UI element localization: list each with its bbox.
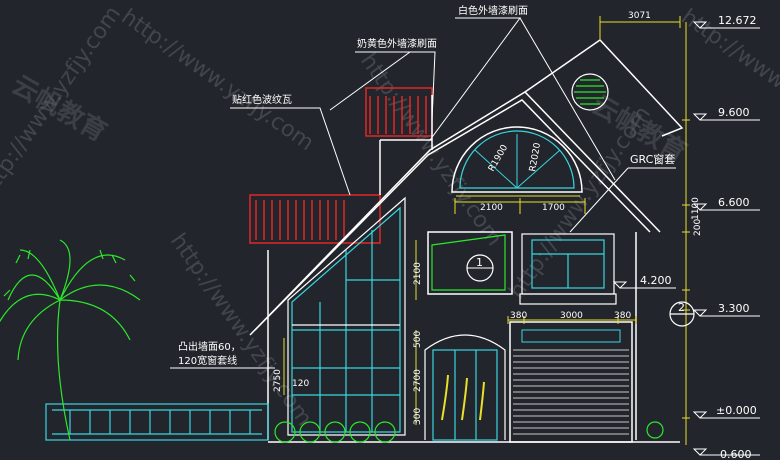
axis-marker-2: 2 (678, 301, 685, 314)
level-lines (612, 21, 760, 456)
dim-200: 200 (693, 219, 703, 236)
lower-tile-ribs (255, 200, 345, 240)
radius-2020: R2020 (528, 142, 543, 173)
dim-120: 120 (292, 379, 309, 389)
garage-dims (507, 316, 637, 324)
dim-380-left: 380 (510, 311, 527, 321)
main-roof-left (249, 91, 661, 336)
glazed-gable-window (287, 196, 406, 436)
level-12672: 12.672 (718, 14, 757, 27)
arched-window (451, 126, 583, 197)
level-4200: 4.200 (640, 274, 672, 287)
grc-window (519, 233, 617, 305)
palm-tree (0, 239, 141, 441)
gable-vent (571, 73, 609, 111)
top-dimension (599, 16, 681, 40)
level-minus-0600: -0.600 (716, 448, 751, 460)
entrance (424, 334, 506, 441)
label-trim-width: 120宽窗套线 (178, 354, 237, 367)
level-3300: 3.300 (718, 302, 750, 315)
arch-width-dims (454, 198, 586, 214)
balustrade (45, 403, 269, 441)
axis-bubble-2 (669, 301, 695, 327)
radius-1900: R1900 (487, 143, 510, 173)
dim-2100-vertical: 2100 (413, 262, 423, 285)
label-white-wall-paint: 白色外墙漆刷面 (458, 4, 528, 17)
level-6600: 6.600 (718, 196, 750, 209)
main-roof-inner (254, 99, 651, 331)
dim-1700-arch: 1700 (542, 203, 565, 213)
label-red-tile: 贴红色波纹瓦 (232, 93, 292, 106)
dim-500: 500 (413, 331, 423, 348)
shrubs (274, 421, 664, 443)
watermark-url-6: http://www.yzfjy.com (677, 4, 780, 156)
dim-3071: 3071 (628, 11, 651, 21)
dim-300: 300 (413, 408, 423, 425)
watermark-url-1: http://www.yzfjy.com (117, 4, 319, 156)
level-9600: 9.600 (718, 106, 750, 119)
level-0000: ±0.000 (716, 404, 757, 417)
dim-380-right: 380 (614, 311, 631, 321)
upper-gable (524, 39, 684, 137)
dim-2100-arch: 2100 (480, 203, 503, 213)
garage-door (509, 321, 633, 443)
leader-lines (170, 17, 676, 369)
dim-2750: 2750 (273, 369, 283, 392)
dim-3000: 3000 (560, 311, 583, 321)
house-walls (267, 95, 637, 440)
vertical-dims (283, 22, 690, 445)
wall-panel (427, 231, 513, 295)
label-cream-wall-paint: 奶黄色外墙漆刷面 (357, 37, 437, 50)
dim-2700: 2700 (413, 369, 423, 392)
lower-tile-roof (249, 194, 381, 244)
label-bay-projection: 凸出墙面60， (178, 340, 241, 353)
axis-marker-1: 1 (476, 256, 483, 269)
label-grc-window-trim: GRC窗套 (630, 152, 675, 166)
upper-tile-ribs (369, 96, 427, 134)
dim-1100: 1100 (691, 197, 701, 220)
